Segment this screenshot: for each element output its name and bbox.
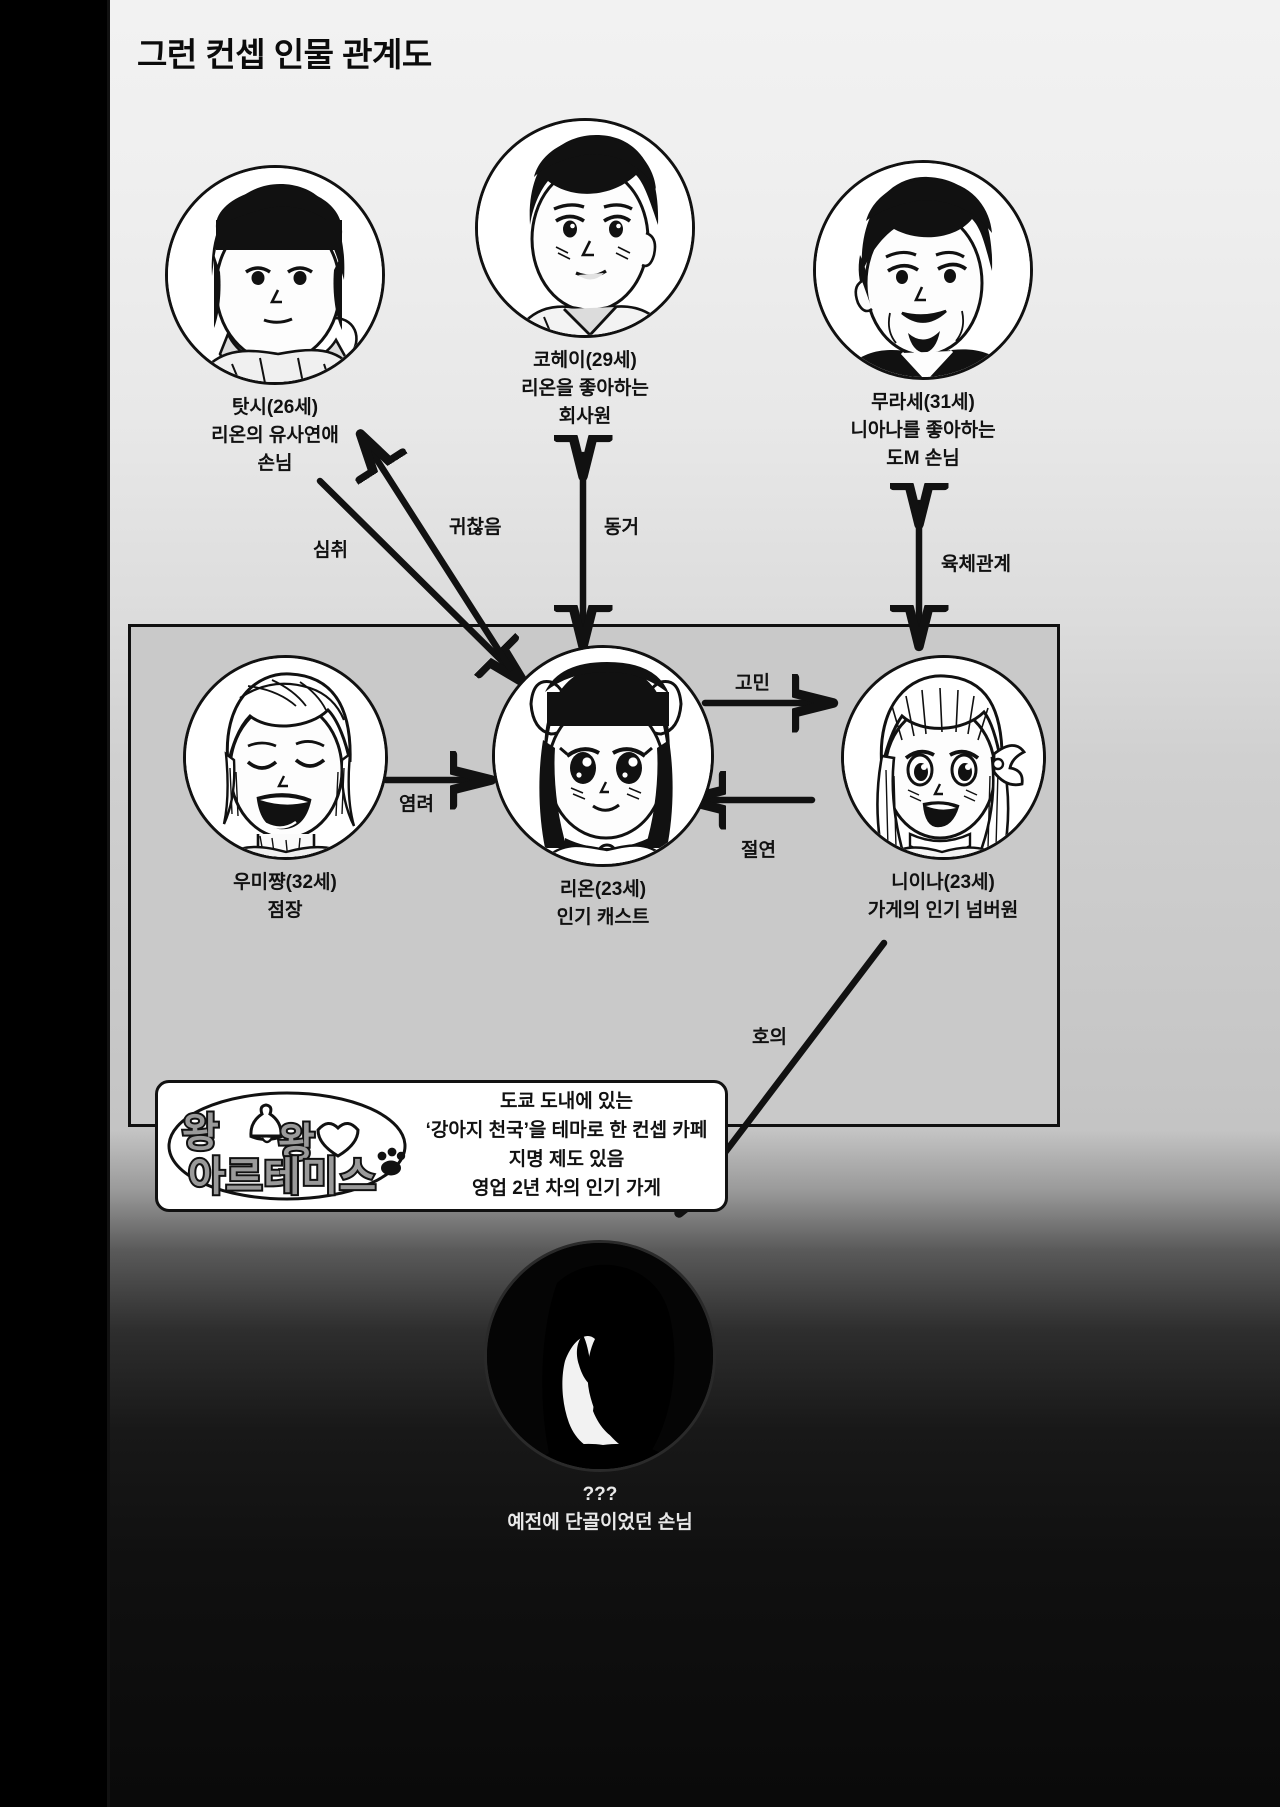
portrait-kohei bbox=[475, 118, 695, 338]
page-title: 그런 컨셉 인물 관계도 bbox=[137, 36, 432, 73]
character-node-tatsushi: 탓시(26세) 리온의 유사연애 손님 bbox=[150, 165, 400, 478]
portrait-rion bbox=[492, 645, 714, 867]
character-node-rion: 리온(23세) 인기 캐스트 bbox=[478, 645, 728, 932]
character-node-kohei: 코헤이(29세) 리온을 좋아하는 회사원 bbox=[460, 118, 710, 431]
caption-niina: 니이나(23세) 가게의 인기 넘버원 bbox=[867, 872, 1019, 922]
portrait-tatsushi bbox=[165, 165, 385, 385]
edge-label-jeolyeon: 절연 bbox=[741, 840, 776, 861]
character-node-murase: 무라세(31세) 니아나를 좋아하는 도M 손님 bbox=[798, 160, 1048, 473]
portrait-umichan bbox=[182, 655, 388, 860]
caption-umichan: 우미쨩(32세) 점장 bbox=[233, 872, 337, 922]
portrait-murase bbox=[813, 160, 1033, 380]
cafe-logo-word-1: 왕 bbox=[180, 1109, 221, 1157]
portrait-niina bbox=[840, 655, 1046, 860]
cafe-logo-word-2: 왕 bbox=[276, 1119, 317, 1167]
page-left-border bbox=[107, 0, 110, 1807]
edge-label-gomin: 고민 bbox=[735, 673, 770, 694]
edge-label-houi: 호의 bbox=[752, 1027, 787, 1048]
cafe-info-callout: 왕 왕 아르테미스 도쿄 도내에 있는 ‘강아지 천국’을 테마로 한 컨셉 카… bbox=[155, 1080, 728, 1212]
caption-kohei: 코헤이(29세) 리온을 좋아하는 회사원 bbox=[521, 350, 649, 428]
edge-label-donggeo: 동거 bbox=[604, 517, 639, 538]
character-node-umichan: 우미쨩(32세) 점장 bbox=[160, 655, 410, 925]
edge-label-yeomryeo: 염려 bbox=[399, 794, 434, 815]
edge-label-gwichanheum: 귀찮음 bbox=[449, 517, 502, 538]
cafe-info-text: 도쿄 도내에 있는 ‘강아지 천국’을 테마로 한 컨셉 카페 지명 제도 있음… bbox=[425, 1091, 708, 1199]
portrait-unknown bbox=[484, 1240, 716, 1472]
caption-unknown: ??? 예전에 단골이었던 손님 bbox=[507, 1484, 693, 1534]
edge-label-simchwi: 심취 bbox=[313, 540, 348, 561]
character-node-niina: 니이나(23세) 가게의 인기 넘버원 bbox=[818, 655, 1068, 925]
cafe-logo-word-3: 아르테미스 bbox=[186, 1153, 378, 1201]
character-node-unknown: ??? 예전에 단골이었던 손님 bbox=[470, 1240, 730, 1537]
caption-rion: 리온(23세) 인기 캐스트 bbox=[556, 879, 650, 929]
caption-murase: 무라세(31세) 니아나를 좋아하는 도M 손님 bbox=[850, 392, 996, 470]
caption-tatsushi: 탓시(26세) 리온의 유사연애 손님 bbox=[211, 397, 339, 475]
cafe-logo: 왕 왕 아르테미스 bbox=[158, 1086, 416, 1206]
edge-label-yukche: 육체관계 bbox=[941, 554, 1011, 575]
